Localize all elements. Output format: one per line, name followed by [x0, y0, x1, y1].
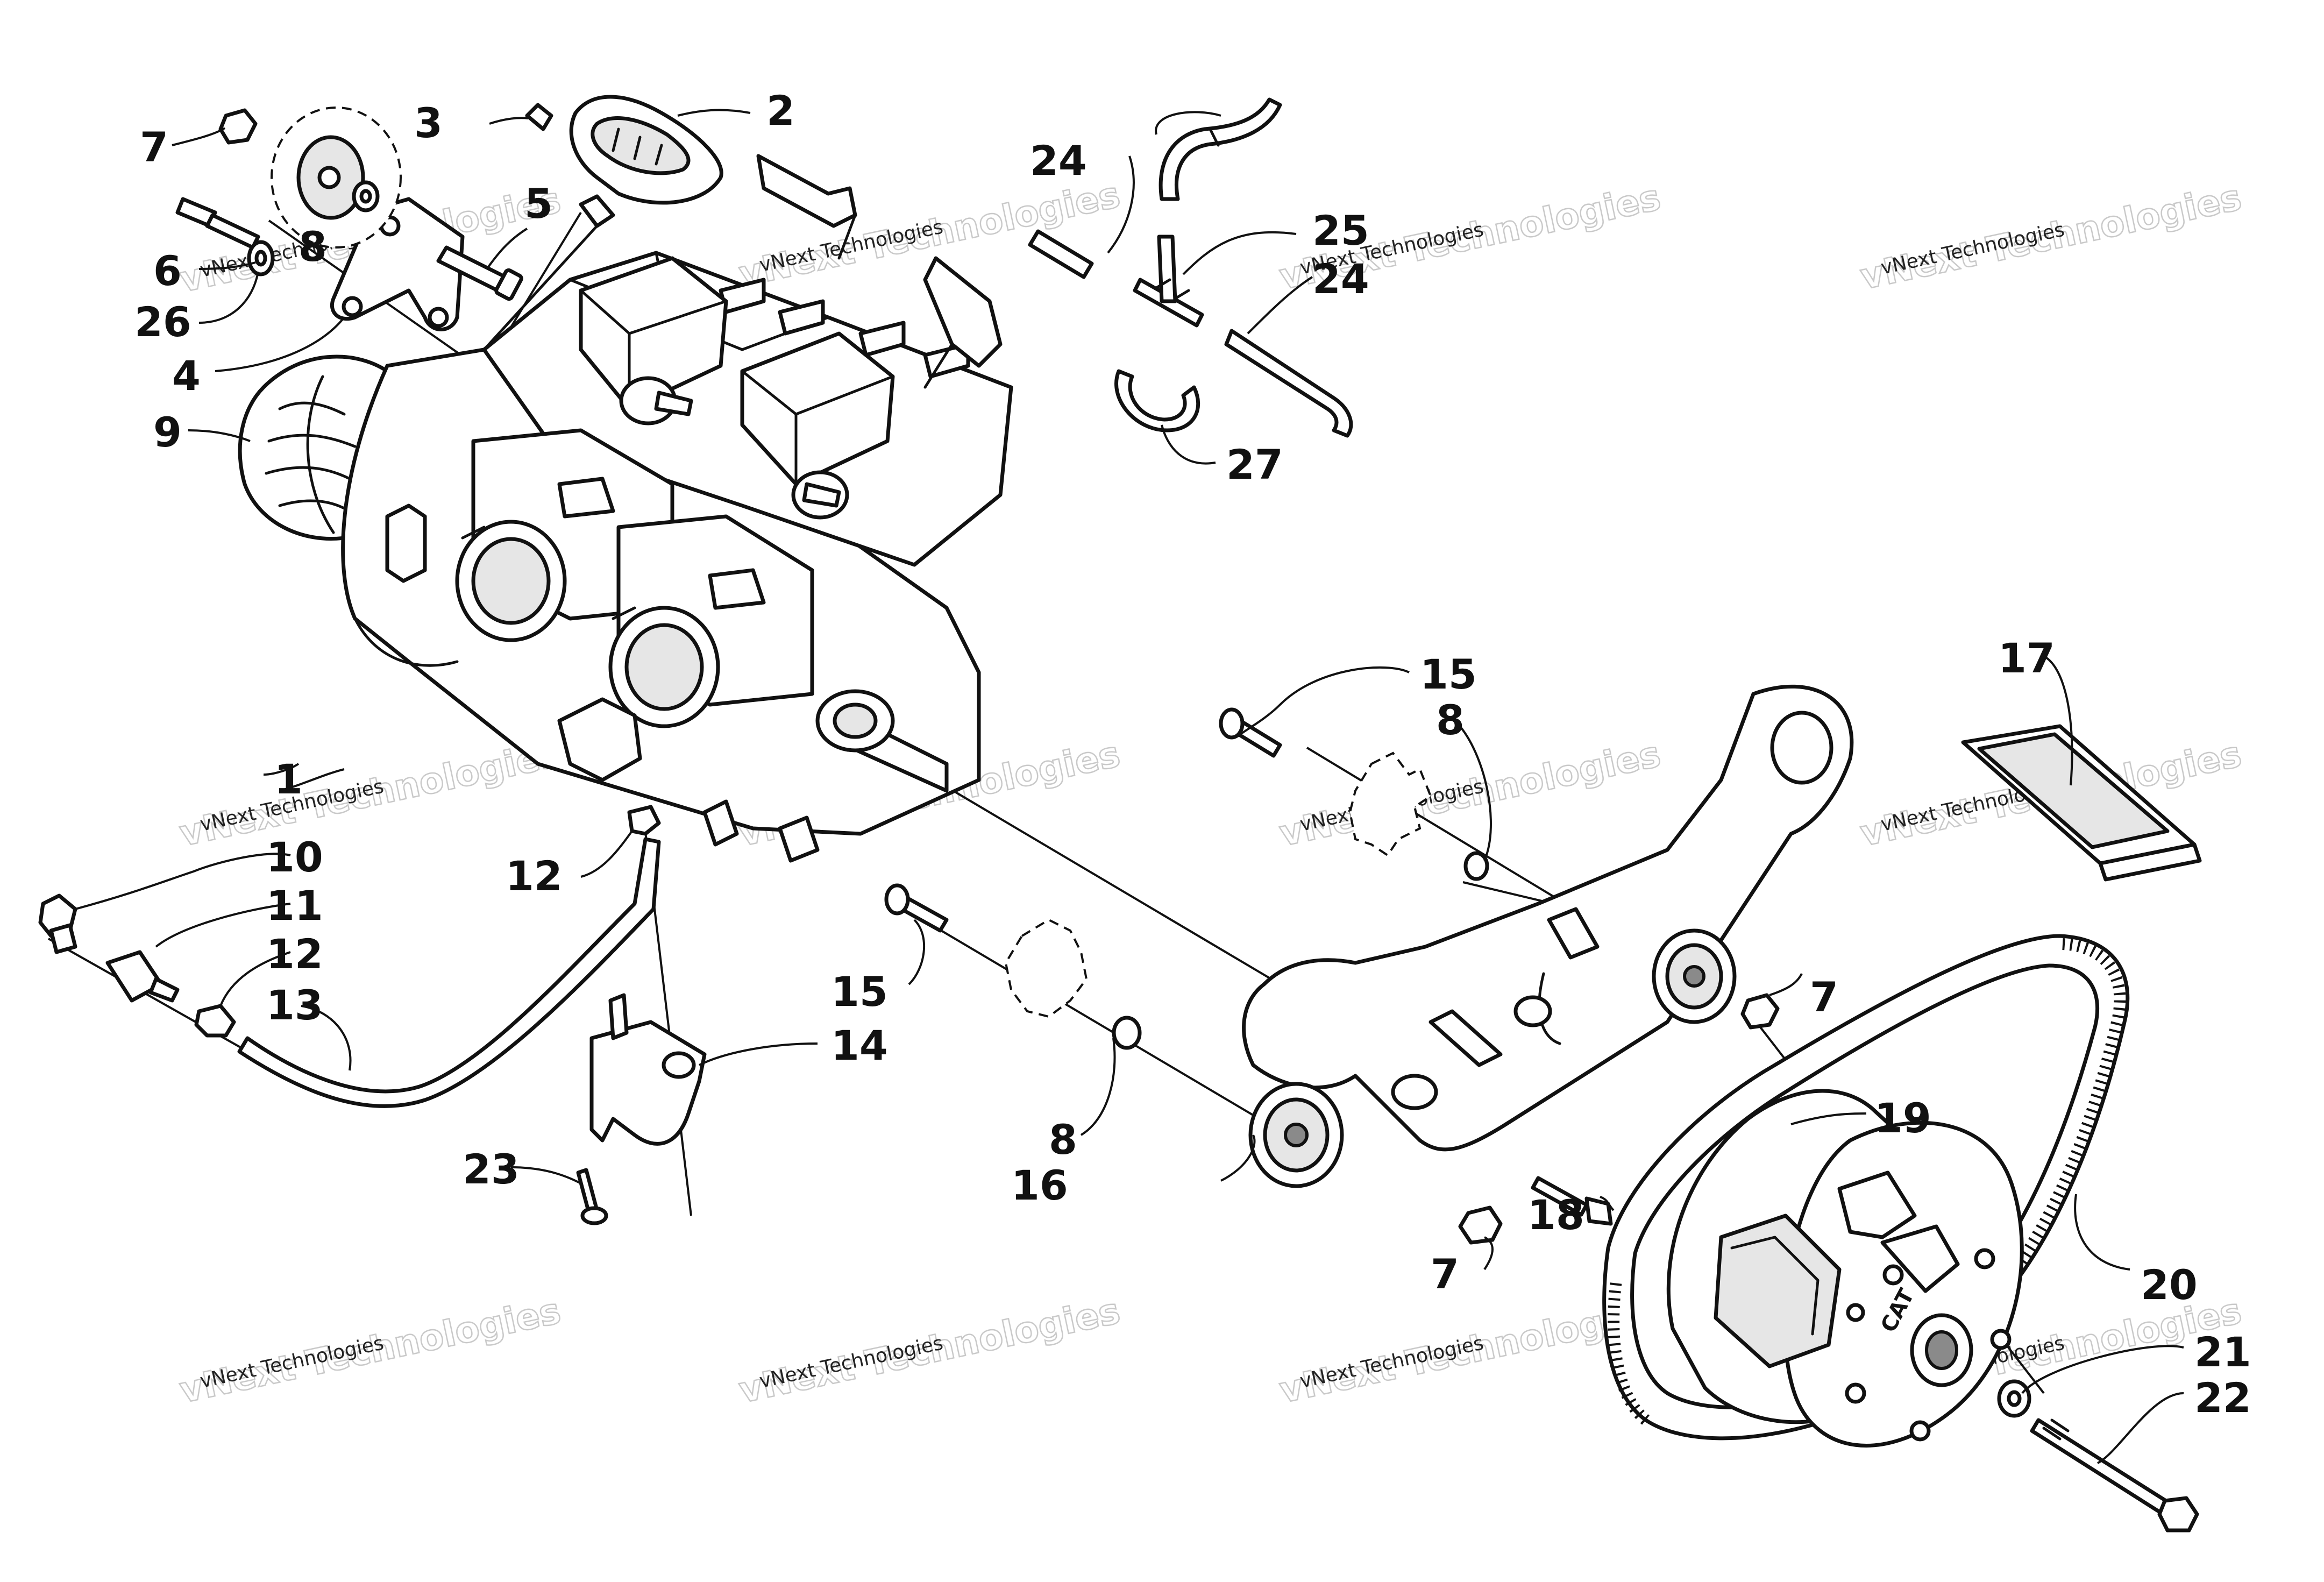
- callout-15-lower: 15: [831, 968, 888, 1016]
- callout-7-bottom: 7: [1431, 1250, 1459, 1298]
- leader-lines: [75, 109, 2184, 1464]
- callout-4: 4: [172, 352, 201, 400]
- part-24-hose-lower: [1224, 329, 1353, 438]
- callout-14: 14: [831, 1021, 888, 1069]
- callout-25: 25: [1312, 207, 1369, 254]
- callout-20: 20: [2141, 1261, 2198, 1309]
- part-17-pad: [1961, 724, 2202, 882]
- callout-13: 13: [266, 981, 323, 1029]
- callout-3: 3: [414, 99, 443, 147]
- part-16-mount-plate: [1242, 684, 1854, 1152]
- part-8-washer-mid: [1348, 751, 1489, 881]
- callout-19: 19: [1874, 1094, 1931, 1142]
- callout-1: 1: [274, 755, 303, 803]
- callout-labels: 7 2 3 5 8 6 26 4 9 1 10 11 12 13 12 14 2…: [134, 87, 2251, 1422]
- part-5-bolt: [436, 245, 523, 301]
- callout-8-mid: 8: [1436, 696, 1465, 744]
- part-12-clamp-lower: [194, 1004, 236, 1038]
- part-24-hose-short: [1028, 229, 1094, 279]
- callout-18: 18: [1527, 1191, 1584, 1239]
- part-10-plug: [38, 893, 77, 954]
- callout-22: 22: [2194, 1374, 2251, 1422]
- part-6-bolt: [175, 197, 260, 250]
- part-16-isolator-upper: [1652, 928, 1737, 1024]
- part-22-bolt: [2030, 1418, 2199, 1533]
- part-8-washer-top: [271, 107, 402, 249]
- watermark: vNext Technologies vNext Technologies: [735, 1289, 1124, 1412]
- callout-2: 2: [766, 87, 795, 134]
- callout-15-upper: 15: [1420, 650, 1477, 698]
- part-11-fitting: [105, 950, 180, 1003]
- callout-11: 11: [266, 882, 323, 930]
- watermark: vNext Technologies vNext Technologies: [175, 1289, 565, 1412]
- part-7-nut-top: [218, 108, 258, 145]
- part-21-washer: [1997, 1379, 2031, 1418]
- callout-23: 23: [463, 1145, 520, 1193]
- part-15-bolt-upper: [1219, 707, 1282, 758]
- callout-24-right: 24: [1312, 255, 1369, 303]
- watermark: vNext Technologies vNext Technologies: [175, 733, 565, 855]
- callout-21: 21: [2194, 1328, 2251, 1376]
- callout-9: 9: [153, 408, 182, 456]
- part-13-hose: [237, 837, 661, 1108]
- callout-26: 26: [134, 298, 191, 346]
- watermark: vNext Technologies vNext Technologies: [1856, 176, 2245, 299]
- callout-8-low: 8: [1049, 1116, 1077, 1164]
- part-2-starter-handle: [482, 95, 723, 351]
- callout-10: 10: [266, 833, 323, 881]
- part-19-drive-clutch: CAT: [1666, 1089, 2024, 1448]
- part-26-washer: [247, 240, 275, 276]
- callout-6: 6: [153, 247, 182, 295]
- part-18-bolt: [1531, 1176, 1613, 1226]
- part-16-isolator-lower: [1248, 1082, 1344, 1188]
- part-14-bracket: [589, 993, 707, 1146]
- callout-5: 5: [524, 180, 553, 228]
- part-8-washer-low: [1004, 918, 1142, 1050]
- callout-17: 17: [1998, 634, 2055, 682]
- part-27-clamp: [1114, 369, 1200, 432]
- callout-12-upper: 12: [506, 852, 563, 900]
- callout-27: 27: [1226, 441, 1283, 488]
- callout-7-top: 7: [140, 123, 168, 171]
- callout-16: 16: [1011, 1161, 1068, 1209]
- callout-12-lower: 12: [266, 930, 323, 978]
- callout-8-top: 8: [299, 223, 327, 271]
- callout-24-top: 24: [1030, 137, 1087, 185]
- part-12-clamp-upper: [627, 805, 661, 836]
- watermark: vNext Technologies vNext Technologies: [1275, 733, 1665, 855]
- part-7-nut-bottom: [1458, 1205, 1503, 1245]
- part-3-starter-rope: [525, 103, 553, 131]
- part-25-tee-fitting: [1133, 235, 1204, 328]
- callout-7-right: 7: [1810, 973, 1838, 1021]
- part-7-nut-right: [1740, 993, 1780, 1030]
- part-23-screw: [576, 1168, 608, 1225]
- part-1-engine: [341, 154, 1013, 863]
- part-15-bolt-lower: [884, 883, 949, 933]
- part-24-hose-upper: [1159, 97, 1282, 201]
